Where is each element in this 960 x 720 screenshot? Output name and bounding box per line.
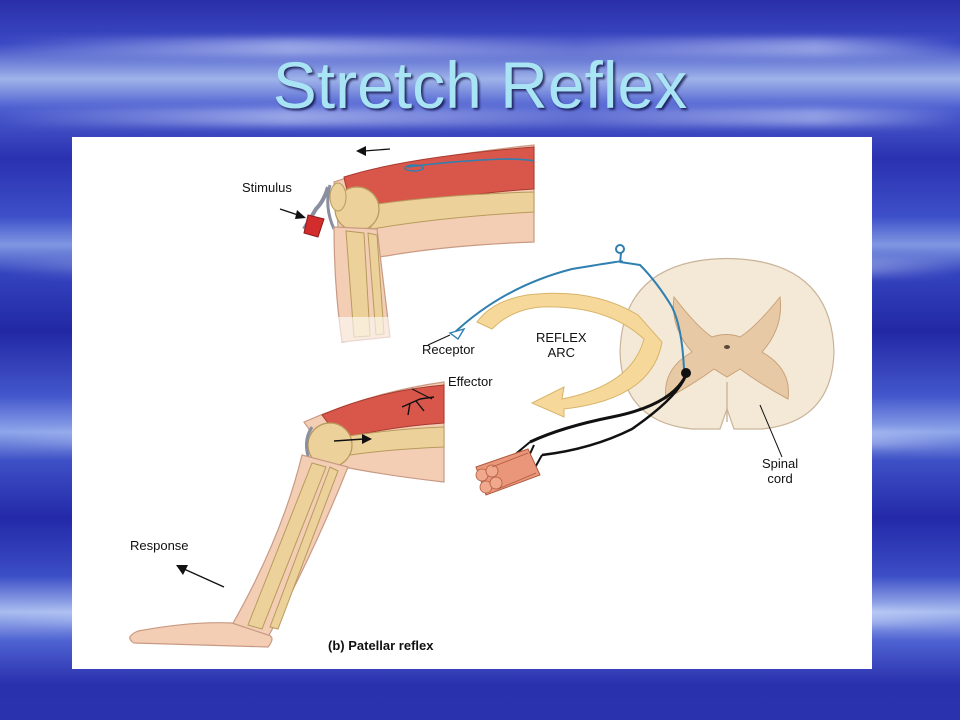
effector-leader-line [411,388,433,400]
sensory-neuron [448,244,685,370]
effector-label: Effector [448,374,493,389]
muscle-fiber-bundle [475,448,541,496]
pull-arrow-icon [356,146,391,156]
background-streak [0,38,960,56]
responding-leg [129,381,445,648]
stimulated-knee [324,144,535,343]
diagram-panel: Stimulus Receptor REFLEX ARC Effector Sp… [72,137,872,669]
spinal-cord-label: Spinal cord [762,456,799,486]
stimulus-label: Stimulus [242,180,292,195]
spinal-cord-section [619,257,835,458]
figure-caption: (b) Patellar reflex [328,638,434,653]
response-label: Response [130,538,189,553]
receptor-leader-line [427,334,451,346]
slide-title: Stretch Reflex [272,48,688,122]
reflex-arc-arrow-icon [476,292,663,418]
reflex-arc-label: REFLEX ARC [536,330,587,360]
stimulus-arrow-icon [279,208,306,219]
reflex-hammer-icon [302,186,330,238]
background-streak [0,108,960,126]
patellar-reflex-diagram [129,144,835,648]
receptor-label: Receptor [422,342,475,357]
response-arrow-icon [176,565,225,588]
